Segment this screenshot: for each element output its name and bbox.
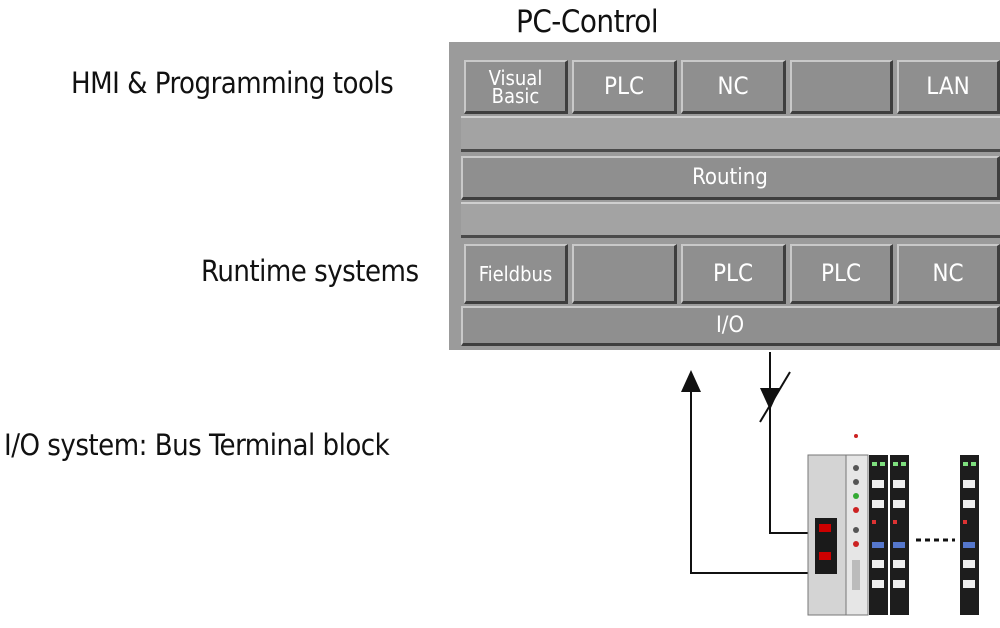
diagram-title: PC-Control [516, 4, 659, 40]
cell-runtime-empty [572, 244, 677, 304]
pc-control-panel: Visual Basic PLC NC LAN Routing Fieldbus… [449, 42, 1000, 350]
bar-routing: Routing [461, 156, 1000, 200]
cell-hmi-empty [790, 60, 893, 114]
label-io-system: I/O system: Bus Terminal block [4, 428, 390, 462]
cell-runtime-nc: NC [897, 244, 1000, 304]
bar-io: I/O [461, 306, 1000, 346]
cell-fieldbus: Fieldbus [464, 244, 568, 304]
cell-hmi-plc: PLC [572, 60, 677, 114]
cell-visual-basic: Visual Basic [464, 60, 568, 114]
bar-upper-empty [461, 116, 1000, 152]
output-line [769, 352, 820, 534]
terminal-modules [869, 455, 979, 615]
label-runtime-systems: Runtime systems [201, 254, 419, 288]
io-connection-lines [690, 352, 820, 574]
cell-runtime-plc-1: PLC [681, 244, 786, 304]
input-line [690, 388, 820, 574]
bus-coupler [807, 434, 869, 616]
bar-lower-empty [461, 202, 1000, 238]
cell-lan: LAN [897, 60, 1000, 114]
cell-runtime-plc-2: PLC [790, 244, 893, 304]
up-arrow-icon [681, 370, 701, 392]
down-arrow-icon [760, 388, 780, 410]
label-hmi-programming-tools: HMI & Programming tools [71, 66, 394, 100]
cell-hmi-nc: NC [681, 60, 786, 114]
